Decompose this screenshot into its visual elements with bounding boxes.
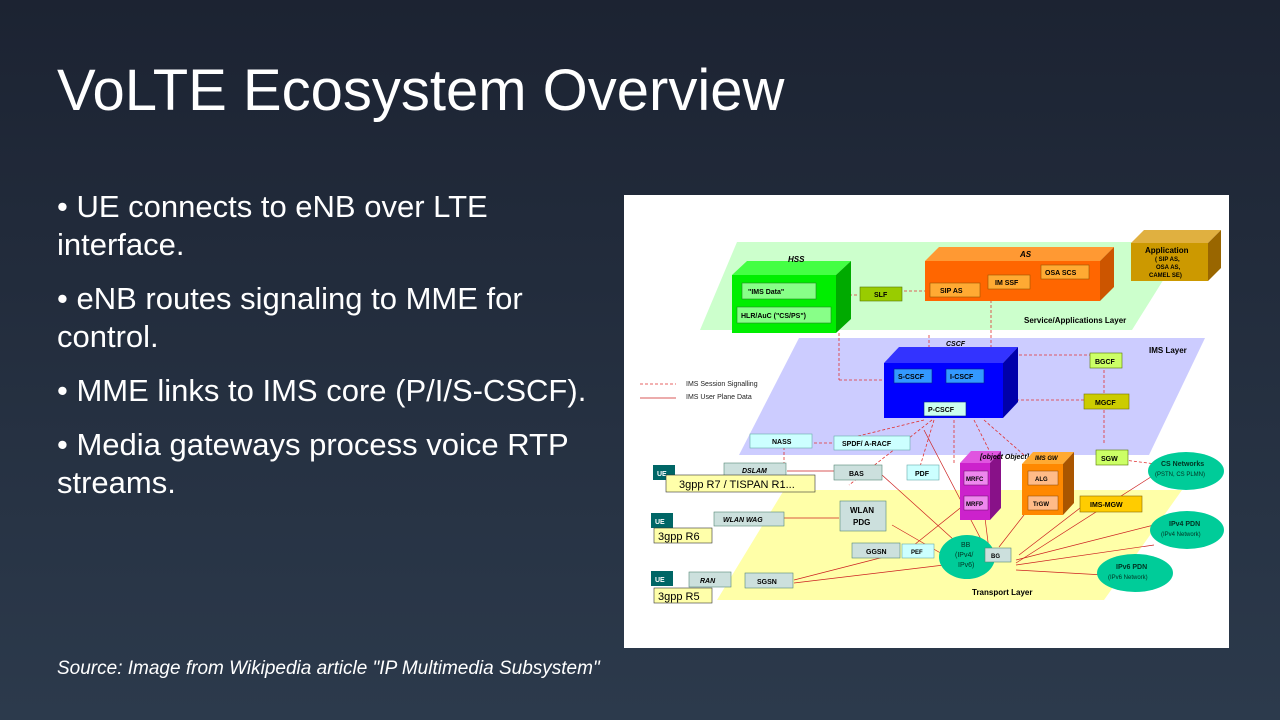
dslam-label: DSLAM (742, 468, 767, 475)
nass-node: NASS (749, 433, 813, 449)
bgcf-label: BGCF (1095, 359, 1116, 366)
release-r6-box: 3gpp R6 (653, 527, 713, 544)
release-r7-label: 3gpp R7 / TISPAN R1... (679, 479, 795, 491)
p-cscf-label: P-CSCF (928, 407, 955, 414)
cs-networks-line2: (PSTN, CS PLMN) (1155, 472, 1205, 478)
bullet-item: • Media gateways process voice RTP strea… (57, 427, 569, 500)
cs-networks-cloud: CS Networks (PSTN, CS PLMN) (1148, 452, 1224, 490)
ipv6-pdn-line1: IPv6 PDN (1116, 564, 1147, 571)
application-node: Application ( SIP AS, OSA AS, CAMEL SE) (1131, 230, 1221, 281)
mrfc-label: MRFC (966, 477, 984, 483)
cs-networks-line1: CS Networks (1161, 461, 1204, 468)
sgw-node: SGW (1095, 449, 1129, 466)
release-r5-box: 3gpp R5 (653, 587, 713, 604)
as-im-ssf: IM SSF (995, 280, 1019, 287)
ggsn-label: GGSN (866, 549, 887, 556)
sgsn-label: SGSN (757, 579, 777, 586)
spdf-node: SPDF/ A-RACF (833, 435, 911, 451)
bullet-list: • UE connects to eNB over LTE interface.… (57, 188, 597, 518)
ran-node: RAN (688, 571, 732, 588)
imsgw-label: IMS GW (1035, 456, 1059, 462)
sgsn-node: SGSN (744, 572, 794, 589)
nass-label: NASS (772, 439, 792, 446)
s-cscf-label: S-CSCF (898, 374, 925, 381)
bullet-item: • UE connects to eNB over LTE interface. (57, 189, 488, 262)
release-r5-label: 3gpp R5 (658, 591, 700, 603)
hss-label: HSS (788, 255, 805, 264)
wlan-wag-node: WLAN WAG (713, 511, 785, 527)
legend-user-plane: IMS User Plane Data (686, 394, 752, 401)
cscf-node: CSCF S-CSCF I-CSCF P-CSCF (884, 341, 1018, 418)
pef-label: PEF (911, 550, 923, 556)
application-line4: CAMEL SE) (1149, 273, 1182, 279)
pdf-node: PDF (906, 464, 940, 481)
ue-r5-node: UE (651, 571, 673, 586)
ims-mgw-label: IMS-MGW (1090, 502, 1123, 509)
bb-line3: IPv6) (958, 562, 974, 569)
application-line2: ( SIP AS, (1155, 257, 1180, 263)
bgcf-node: BGCF (1089, 352, 1123, 369)
service-layer-label: Service/Applications Layer (1024, 316, 1126, 325)
ims-architecture-diagram: Service/Applications Layer IMS Layer Tra… (624, 195, 1229, 648)
alg-label: ALG (1035, 477, 1048, 483)
slf-label: SLF (874, 292, 888, 299)
as-sip-as: SIP AS (940, 288, 963, 295)
hss-hlr: HLR/AuC ("CS/PS") (741, 313, 806, 320)
as-label: AS (1019, 250, 1032, 259)
release-r6-label: 3gpp R6 (658, 531, 700, 543)
ims-mgw-node: IMS-MGW (1079, 495, 1143, 513)
ue-r7-label: UE (657, 471, 667, 478)
ipv4-pdn-line2: (IPv4 Network) (1161, 532, 1201, 538)
bg-node: BG (984, 547, 1012, 563)
bas-node: BAS (833, 464, 883, 481)
bg-label: BG (991, 554, 1000, 560)
slide-title: VoLTE Ecosystem Overview (57, 58, 785, 123)
wlan-wag-label: WLAN WAG (723, 517, 763, 524)
wlan-pdg-node: WLAN PDG (839, 500, 887, 532)
ipv4-pdn-cloud: IPv4 PDN (IPv4 Network) (1150, 511, 1224, 549)
bas-label: BAS (849, 471, 864, 478)
as-osa-scs: OSA SCS (1045, 270, 1077, 277)
release-r7-box: 3gpp R7 / TISPAN R1... (665, 474, 816, 493)
pdf-label: PDF (915, 471, 930, 478)
mgcf-label: MGCF (1095, 400, 1116, 407)
application-line1: Application (1145, 246, 1189, 255)
bb-cloud: BB (IPv4/ IPv6) (939, 535, 995, 579)
mrfp-label: MRFP (966, 502, 983, 508)
ran-label: RAN (700, 578, 716, 585)
wlan-pdg-line2: PDG (853, 518, 870, 527)
bullet-item: • MME links to IMS core (P/I/S-CSCF). (57, 373, 587, 408)
spdf-label: SPDF/ A-RACF (842, 441, 892, 448)
pef-node: PEF (901, 543, 935, 559)
slf-node: SLF (859, 286, 903, 302)
ims-layer-label: IMS Layer (1149, 346, 1187, 355)
ipv4-pdn-line1: IPv4 PDN (1169, 521, 1200, 528)
bb-line2: (IPv4/ (955, 552, 973, 559)
ggsn-node: GGSN (851, 542, 901, 559)
transport-layer-label: Transport Layer (972, 588, 1032, 597)
trgw-label: TrGW (1033, 502, 1049, 508)
application-line3: OSA AS, (1156, 265, 1181, 271)
mrf-label: [object Object] (979, 454, 1030, 461)
bb-line1: BB (961, 542, 971, 549)
ue-r6-label: UE (655, 519, 665, 526)
cscf-label: CSCF (946, 341, 966, 348)
ue-r5-label: UE (655, 577, 665, 584)
i-cscf-label: I-CSCF (950, 374, 974, 381)
imsgw-node: IMS GW ALG TrGW (1022, 452, 1074, 515)
legend-signalling: IMS Session Signalling (686, 381, 758, 388)
ipv6-pdn-line2: (IPv6 Network) (1108, 575, 1148, 581)
user-plane-lines (784, 429, 1155, 584)
bullet-item: • eNB routes signaling to MME for contro… (57, 281, 523, 354)
hss-node: HSS "IMS Data" HLR/AuC ("CS/PS") (732, 255, 851, 333)
wlan-pdg-line1: WLAN (850, 506, 874, 515)
mgcf-node: MGCF (1083, 393, 1130, 410)
ue-r6-node: UE (651, 513, 673, 528)
sgw-label: SGW (1101, 456, 1118, 463)
hss-ims-data: "IMS Data" (748, 289, 784, 296)
source-caption: Source: Image from Wikipedia article "IP… (57, 658, 600, 679)
as-node: AS SIP AS IM SSF OSA SCS (925, 247, 1114, 301)
ipv6-pdn-cloud: IPv6 PDN (IPv6 Network) (1097, 554, 1173, 592)
mrf-node: [object Object] MRFC MRFP (960, 451, 1030, 520)
